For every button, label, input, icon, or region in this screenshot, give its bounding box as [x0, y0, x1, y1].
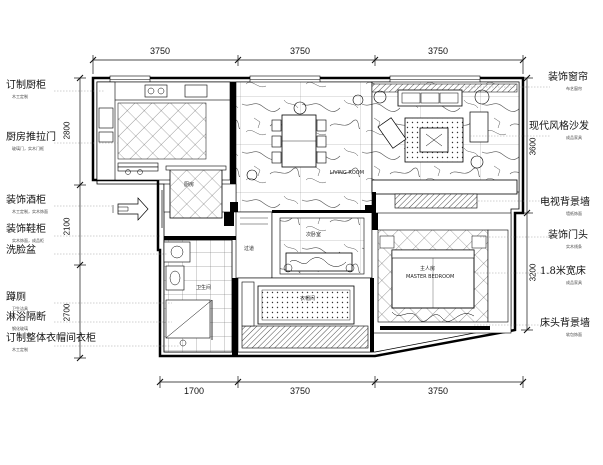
- room-cloakroom: 衣帽间: [300, 296, 316, 302]
- label-headboard-wall: 床头背景墙: [540, 318, 590, 329]
- label-squat-toilet-note: 卫生洁具: [12, 306, 28, 311]
- label-walkin-wardrobe: 订制整体衣帽间衣柜: [6, 333, 96, 344]
- label-kitchen-door-note: 玻璃门，实木门框: [12, 146, 44, 151]
- label-king-bed-note: 成品家具: [566, 280, 582, 285]
- label-tv-wall: 电视背景墙: [540, 197, 590, 208]
- label-curtain: 装饰窗帘: [548, 72, 588, 83]
- label-kitchen-door: 厨房推拉门: [6, 132, 56, 143]
- dim-top-1: 3750: [150, 46, 171, 56]
- dim-top-3: 3750: [428, 46, 449, 56]
- label-modern-sofa-note: 成品家具: [566, 135, 582, 140]
- dim-right-1: 3600: [528, 137, 538, 156]
- label-walkin-wardrobe-note: 木工定制: [12, 347, 28, 352]
- dim-top-2: 3750: [290, 46, 311, 56]
- dim-bottom-1: 1700: [184, 386, 205, 396]
- label-modern-sofa: 现代风格沙发: [529, 121, 589, 132]
- dim-bottom-2: 3750: [290, 386, 311, 396]
- room-bedroom2: 次卧室: [306, 232, 322, 238]
- label-wine-cabinet-note: 木工定制，实木饰面: [12, 209, 48, 214]
- label-custom-cabinet-note: 木工定制: [12, 94, 28, 99]
- label-door-header: 装饰门头: [548, 230, 588, 241]
- label-curtain-note: 布艺窗帘: [566, 86, 582, 91]
- label-washbasin: 洗脸盆: [6, 245, 36, 256]
- room-bath: 卫生间: [196, 285, 212, 291]
- dim-left-1: 2800: [62, 121, 72, 140]
- label-shoe-cabinet-note: 实木饰面，成品柜: [12, 238, 44, 243]
- dim-bottom-3: 3750: [428, 386, 449, 396]
- room-kitchen: 厨房: [184, 182, 195, 188]
- label-shower-partition: 淋浴隔断: [6, 312, 46, 323]
- label-custom-cabinet: 订制厨柜: [6, 80, 46, 91]
- room-master: 主人房: [420, 266, 436, 272]
- label-shower-partition-note: 钢化玻璃: [12, 326, 28, 331]
- label-squat-toilet: 蹲厕: [6, 292, 26, 303]
- label-headboard-wall-note: 软包饰面: [566, 332, 582, 337]
- room-master-en: MASTER BEDROOM: [406, 274, 455, 280]
- room-living: LIVING ROOM: [330, 170, 365, 176]
- label-king-bed: 1.8米宽床: [540, 266, 586, 277]
- label-shoe-cabinet: 装饰鞋柜: [6, 224, 46, 235]
- dim-left-2: 2100: [62, 217, 72, 236]
- room-corridor: 过道: [244, 246, 255, 252]
- label-wine-cabinet: 装饰酒柜: [6, 195, 46, 206]
- dim-right-2: 3200: [528, 263, 538, 282]
- label-tv-wall-note: 墙纸饰面: [566, 211, 582, 216]
- dim-left-3: 2700: [62, 303, 72, 322]
- label-door-header-note: 实木线条: [566, 244, 582, 249]
